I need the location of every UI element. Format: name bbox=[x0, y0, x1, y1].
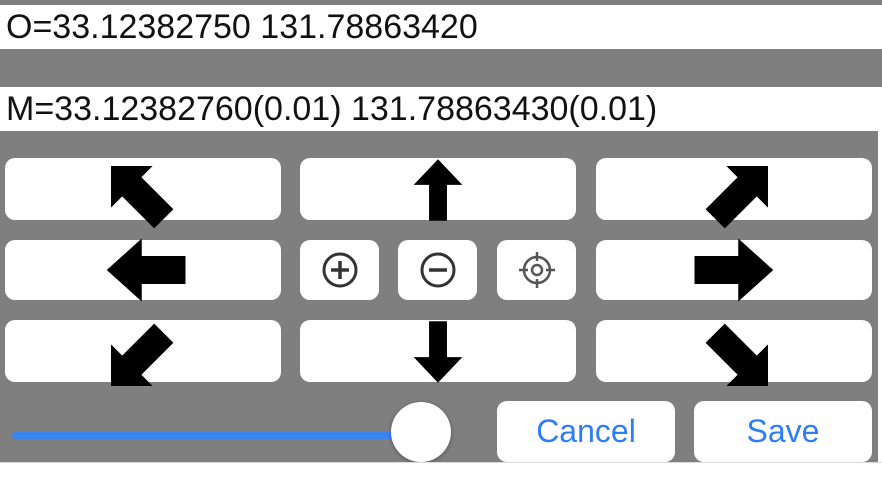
bottom-edge bbox=[0, 462, 882, 480]
locate-button[interactable] bbox=[497, 240, 576, 300]
arrow-left-icon bbox=[106, 238, 186, 302]
arrow-right-icon bbox=[694, 238, 774, 302]
arrow-down-right-icon bbox=[705, 323, 768, 386]
move-up-right-button[interactable] bbox=[596, 158, 872, 229]
arrow-down-left-icon bbox=[111, 323, 174, 386]
zoom-out-icon bbox=[420, 252, 456, 288]
zoom-in-button[interactable] bbox=[300, 240, 379, 300]
step-slider-track[interactable] bbox=[12, 432, 442, 439]
arrow-down-icon bbox=[413, 321, 463, 383]
arrow-up-left-icon bbox=[111, 166, 174, 229]
move-down-left-button[interactable] bbox=[5, 320, 281, 386]
move-up-button[interactable] bbox=[300, 158, 576, 221]
arrow-up-right-icon bbox=[705, 166, 768, 229]
zoom-in-icon bbox=[322, 252, 358, 288]
marker-coordinates: M=33.12382760(0.01) 131.78863430(0.01) bbox=[0, 87, 882, 131]
move-up-left-button[interactable] bbox=[5, 158, 281, 229]
move-down-button[interactable] bbox=[300, 320, 576, 383]
arrow-up-icon bbox=[413, 159, 463, 221]
zoom-out-button[interactable] bbox=[398, 240, 477, 300]
readout-separator bbox=[0, 49, 882, 87]
move-right-button[interactable] bbox=[596, 238, 872, 302]
save-button[interactable]: Save bbox=[694, 401, 872, 462]
top-divider bbox=[0, 0, 882, 5]
crosshair-icon bbox=[519, 252, 555, 288]
move-down-right-button[interactable] bbox=[596, 320, 872, 386]
step-slider-thumb[interactable] bbox=[391, 402, 451, 462]
move-left-button[interactable] bbox=[5, 238, 281, 302]
cancel-button[interactable]: Cancel bbox=[497, 401, 675, 462]
origin-coordinates: O=33.12382750 131.78863420 bbox=[0, 5, 882, 49]
